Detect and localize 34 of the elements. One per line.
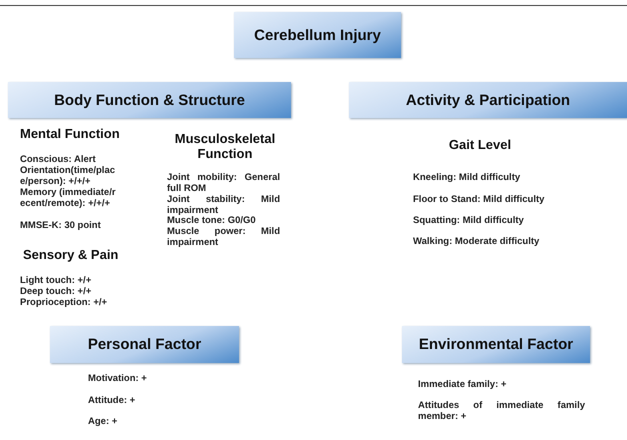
finding-text: MMSE-K: 30 point [20,220,102,231]
finding-text: Proprioception: +/+ [20,297,108,308]
finding-text: Kneeling: Mild difficulty [413,172,522,183]
finding-text: Deep touch: +/+ [20,286,92,297]
section-heading: Mental Function [20,126,121,141]
finding-text: Attitude: + [88,395,136,406]
finding-text: Light touch: +/+ [20,275,92,286]
finding-text: Attitudes of immediate family member: + [418,400,585,422]
finding-text: Age: + [88,416,118,427]
finding-text: Joint stability: Mild impairment [167,194,280,216]
section-heading: Musculoskeletal Function [174,131,276,161]
category-title: Activity & Participation [406,92,570,108]
category-box [402,326,590,363]
finding-text: Motivation: + [88,373,148,384]
category-box [234,12,401,58]
finding-text: Muscle power: Mild impairment [167,226,280,248]
finding-text: Joint mobility: General full ROM [167,172,280,194]
finding-text: Squatting: Mild difficulty [413,215,525,226]
category-box [8,82,291,118]
category-box [50,326,239,363]
finding-text: Conscious: Alert [20,154,97,165]
category-title: Environmental Factor [418,336,574,353]
section-heading: Gait Level [448,137,512,152]
category-box [349,82,627,118]
category-title: Personal Factor [88,336,202,353]
finding-text: Floor to Stand: Mild difficulty [413,194,546,205]
category-title: Body Function & Structure [54,92,245,108]
finding-text: Immediate family: + [418,379,508,390]
finding-text: Memory (immediate/recent/remote): +/+/+ [20,187,117,209]
finding-text: Orientation(time/place/person): +/+/+ [20,165,116,187]
category-title: Cerebellum Injury [254,26,381,44]
finding-text: Muscle tone: G0/G0 [167,215,257,226]
section-heading: Sensory & Pain [23,247,120,262]
finding-text: Walking: Moderate difficulty [413,236,540,247]
